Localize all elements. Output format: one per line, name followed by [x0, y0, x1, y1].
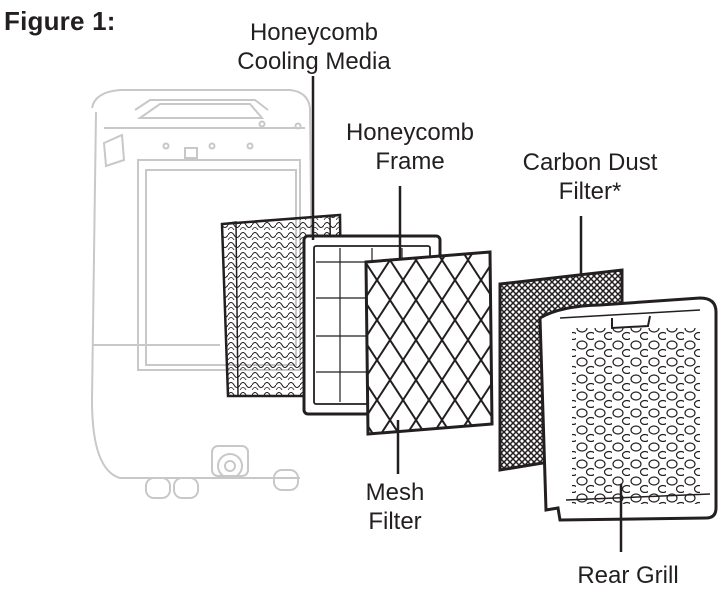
leader-lines: [311, 76, 623, 552]
label-line: Filter*: [558, 178, 622, 205]
label-honeycomb-frame: Honeycomb Frame: [322, 118, 498, 176]
label-carbon-dust-filter: Carbon Dust Filter*: [500, 148, 680, 206]
label-line: Filter: [368, 508, 422, 535]
rear-grill: [538, 296, 718, 522]
label-honeycomb-cooling-media: Honeycomb Cooling Media: [207, 18, 421, 76]
label-rear-grill: Rear Grill: [553, 561, 703, 590]
label-line: Rear Grill: [577, 562, 679, 589]
label-line: Carbon Dust: [522, 149, 658, 176]
label-line: Cooling Media: [237, 48, 391, 75]
mesh-filter: [364, 250, 494, 436]
cooler-body-outline: [90, 89, 313, 499]
label-line: Mesh: [365, 479, 425, 506]
label-line: Honeycomb: [249, 19, 379, 46]
label-mesh-filter: Mesh Filter: [340, 478, 450, 536]
label-line: Frame: [375, 148, 445, 175]
figure-title: Figure 1:: [4, 6, 116, 36]
label-line: Honeycomb: [345, 119, 475, 146]
